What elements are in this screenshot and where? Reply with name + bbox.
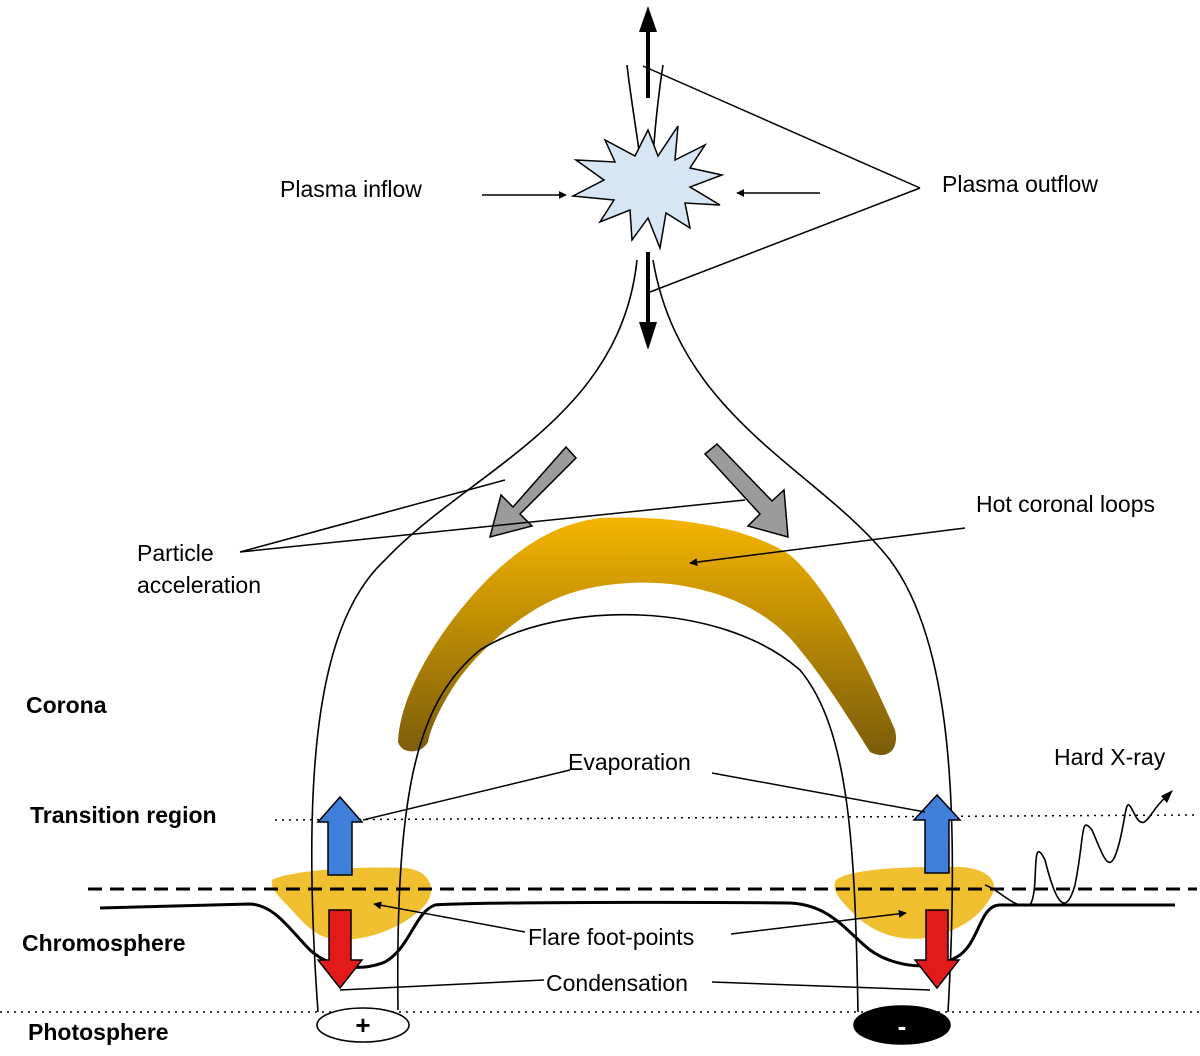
hot-coronal-loop [398, 517, 896, 756]
condensation-arrow-right [913, 909, 961, 990]
positive-polarity-sign: + [355, 1010, 370, 1040]
hot-coronal-loops-label: Hot coronal loops [976, 491, 1155, 517]
magnetic-field-lines [310, 64, 954, 1013]
flare-footpoints-label: Flare foot-points [528, 924, 694, 950]
particle-acceleration-arrows [488, 442, 789, 539]
hot-coronal-loops-pointer [689, 527, 966, 567]
plasma-outflow-arrows [639, 6, 657, 350]
plasma-outflow-label: Plasma outflow [942, 171, 1098, 197]
evaporation-arrow-left [316, 795, 364, 876]
transition-region-label: Transition region [30, 802, 217, 828]
particle-acceleration-label-2: acceleration [137, 572, 261, 598]
photosphere-label: Photosphere [28, 1019, 169, 1045]
plasma-outflow-pointers [642, 65, 921, 293]
transition-region-line [274, 814, 1196, 821]
plasma-inflow-label: Plasma inflow [280, 176, 422, 202]
footpoint-pointer-right [730, 909, 907, 935]
condensation-label: Condensation [546, 970, 688, 996]
chromosphere-label: Chromosphere [22, 930, 186, 956]
negative-polarity [853, 1005, 951, 1045]
condensation-arrow-left [316, 909, 364, 990]
negative-polarity-sign: - [898, 1011, 907, 1041]
condensation-pointers [339, 979, 931, 991]
reconnection-star-icon [570, 125, 725, 251]
hard-xray-label: Hard X-ray [1054, 744, 1166, 770]
corona-label: Corona [26, 692, 107, 718]
evaporation-pointers [362, 769, 926, 821]
footpoint-pointer-left [373, 901, 526, 933]
right-footpoint-blob [834, 866, 995, 939]
particle-acceleration-pointers [239, 479, 746, 553]
particle-acceleration-label-1: Particle [137, 540, 214, 566]
hard-xray-arrowhead-icon [1161, 790, 1173, 803]
evaporation-arrow-right [912, 793, 962, 874]
positive-polarity [316, 1007, 410, 1043]
hard-xray-wave [984, 797, 1166, 907]
evaporation-label: Evaporation [568, 749, 691, 775]
